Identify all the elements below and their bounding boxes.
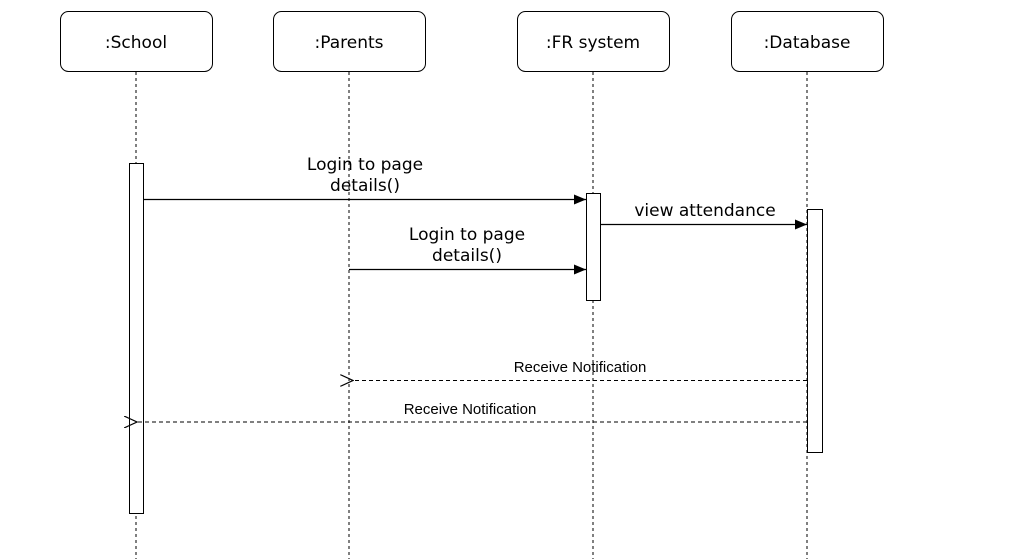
lifeline-label-fr-system: :FR system xyxy=(546,33,640,53)
activation-school xyxy=(129,163,144,514)
lifeline-head-school: :School xyxy=(60,11,213,72)
lifeline-label-database: :Database xyxy=(764,33,851,53)
message-label-fr-to-database: view attendance xyxy=(634,201,775,221)
return-label-database-to-school: Receive Notification xyxy=(404,401,537,418)
lifeline-label-parents: :Parents xyxy=(314,33,383,53)
lifeline-head-fr-system: :FR system xyxy=(517,11,670,72)
lifeline-label-school: :School xyxy=(105,33,167,53)
activation-fr-system xyxy=(586,193,601,301)
message-label-parents-to-fr-line2: details() xyxy=(432,246,502,266)
lifeline-head-database: :Database xyxy=(731,11,884,72)
lifeline-head-parents: :Parents xyxy=(273,11,426,72)
return-label-database-to-parents: Receive Notification xyxy=(514,359,647,376)
message-label-parents-to-fr-line1: Login to page xyxy=(409,225,525,245)
message-label-school-to-fr-line1: Login to page xyxy=(307,155,423,175)
message-label-school-to-fr-line2: details() xyxy=(330,176,400,196)
activation-database xyxy=(807,209,823,453)
